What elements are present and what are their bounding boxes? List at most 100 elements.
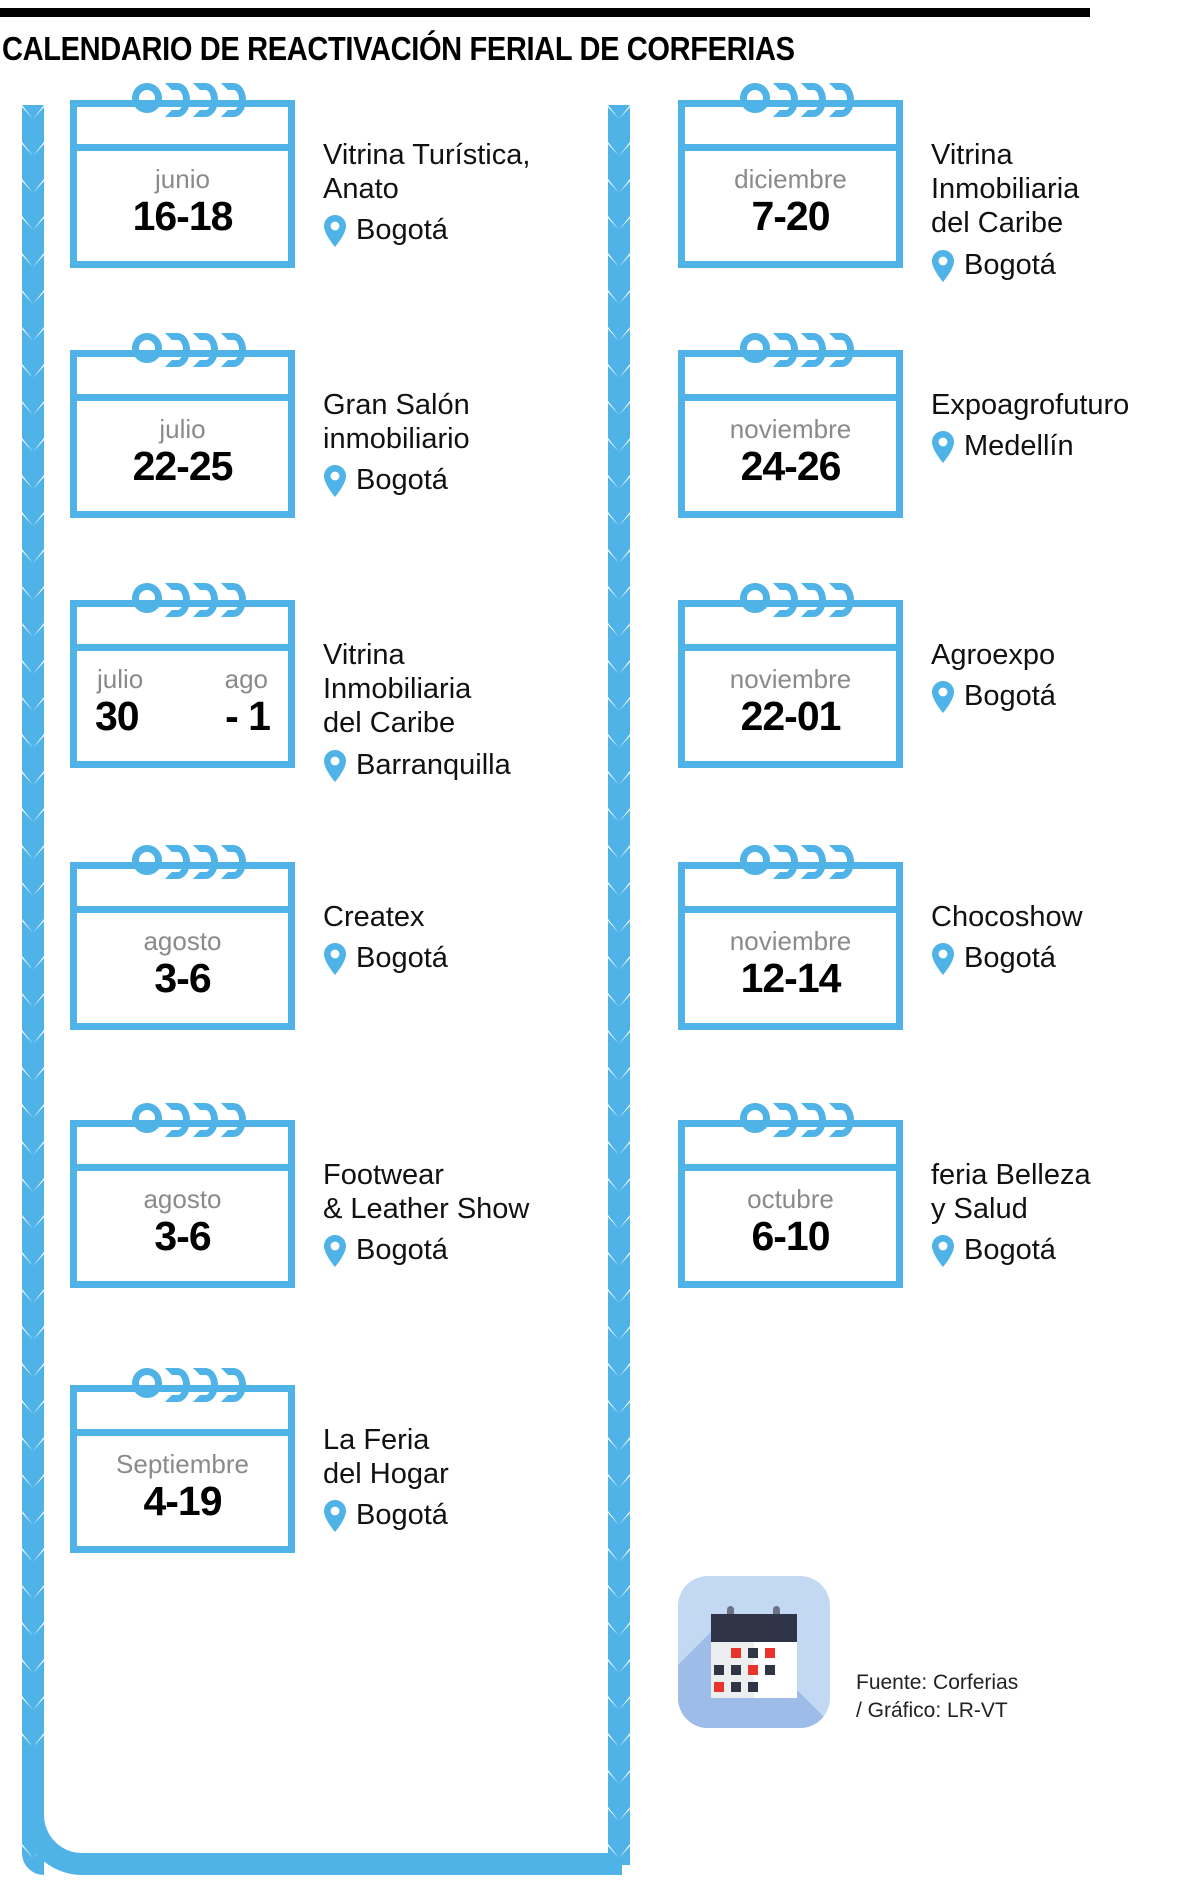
rail-chevron-notch	[22, 771, 44, 785]
rail-chevron-notch	[22, 734, 44, 748]
calendar-day-cell	[731, 1665, 741, 1675]
rail-chevron-notch	[608, 1696, 630, 1710]
map-pin-icon	[932, 681, 954, 714]
rail-chevron-notch	[22, 179, 44, 193]
rail-chevron-notch	[608, 623, 630, 637]
rail-chevron-notch	[608, 734, 630, 748]
calendar-ring-icon	[773, 333, 798, 367]
rail-chevron-notch	[608, 475, 630, 489]
event-name: Agroexpo	[931, 639, 1056, 671]
calendar-ring-icon	[740, 583, 770, 613]
rail-chevron-notch	[608, 697, 630, 711]
map-pin-icon	[932, 249, 954, 282]
event-city: Bogotá	[356, 1499, 448, 1532]
calendar-header	[77, 607, 288, 651]
rail-chevron-notch	[22, 512, 44, 526]
rail-chevron-notch	[22, 401, 44, 415]
rail-chevron-notch	[608, 993, 630, 1007]
calendar-month: Septiembre	[116, 1449, 249, 1479]
calendar-ring-icon	[740, 333, 770, 363]
calendar-ring-icon	[165, 1103, 190, 1137]
calendar-rings-icon	[132, 1103, 246, 1137]
calendar-month: julio	[159, 414, 206, 444]
rail-chevron-notch	[22, 1363, 44, 1377]
calendar-rings-icon	[132, 83, 246, 117]
calendar-day-cell	[765, 1648, 775, 1658]
calendar-header	[77, 357, 288, 401]
calendar-ring-icon	[221, 83, 246, 117]
rail-chevron-notch	[608, 1141, 630, 1155]
calendar-ring-icon	[132, 845, 162, 875]
event-city: Bogotá	[964, 248, 1056, 281]
rail-chevron-notch	[608, 1215, 630, 1229]
calendar-rings-icon	[740, 583, 854, 617]
calendar-rings-icon	[740, 83, 854, 117]
rail-chevron-notch	[22, 1474, 44, 1488]
rail-chevron-notch	[22, 1585, 44, 1599]
rail-chevron-notch	[22, 697, 44, 711]
event-city: Bogotá	[356, 1234, 448, 1267]
rail-chevron-notch	[608, 1400, 630, 1414]
map-pin-icon	[324, 943, 346, 976]
calendar-day-cell	[714, 1665, 724, 1675]
rail-chevron-notch	[22, 327, 44, 341]
rail-chevron-notch	[608, 956, 630, 970]
rail-chevron-notch	[22, 1252, 44, 1266]
calendar-ring-icon	[193, 583, 218, 617]
calendar-rings-icon	[740, 1103, 854, 1137]
event-city: Bogotá	[356, 464, 448, 497]
flat-calendar-icon	[678, 1576, 830, 1728]
calendar-days: 3-6	[154, 955, 211, 1002]
rail-chevron-notch	[608, 1437, 630, 1451]
calendar-ring-icon	[829, 1103, 854, 1137]
rail-chevron-notch	[608, 1585, 630, 1599]
calendar-day-cell	[748, 1665, 758, 1675]
calendar-day-cell	[731, 1682, 741, 1692]
rail-chevron-notch	[22, 1141, 44, 1155]
event-city: Bogotá	[356, 942, 448, 975]
calendar-ring-icon	[221, 583, 246, 617]
rail-chevron-notch	[608, 1807, 630, 1821]
map-pin-icon	[932, 943, 954, 976]
rail-chevron-notch	[22, 1067, 44, 1081]
calendar-header	[685, 1127, 896, 1171]
event-name: Footwear & Leather Show	[323, 1159, 530, 1226]
icon-calendar	[711, 1606, 797, 1698]
calendar-rings-icon	[132, 333, 246, 367]
calendar-month: noviembre	[729, 926, 852, 956]
calendar-days: 24-26	[740, 443, 842, 490]
rail-chevron-notch	[22, 882, 44, 896]
rail-chevron-notch	[22, 105, 44, 119]
rail-chevron-notch	[608, 586, 630, 600]
event-name: feria Belleza y Salud	[931, 1159, 1091, 1226]
calendar-ring-icon	[221, 333, 246, 367]
rail-chevron-notch	[608, 1844, 630, 1858]
event-location: Barranquilla	[323, 749, 590, 782]
calendar-ring-icon	[193, 845, 218, 879]
calendar-ring-icon	[829, 583, 854, 617]
